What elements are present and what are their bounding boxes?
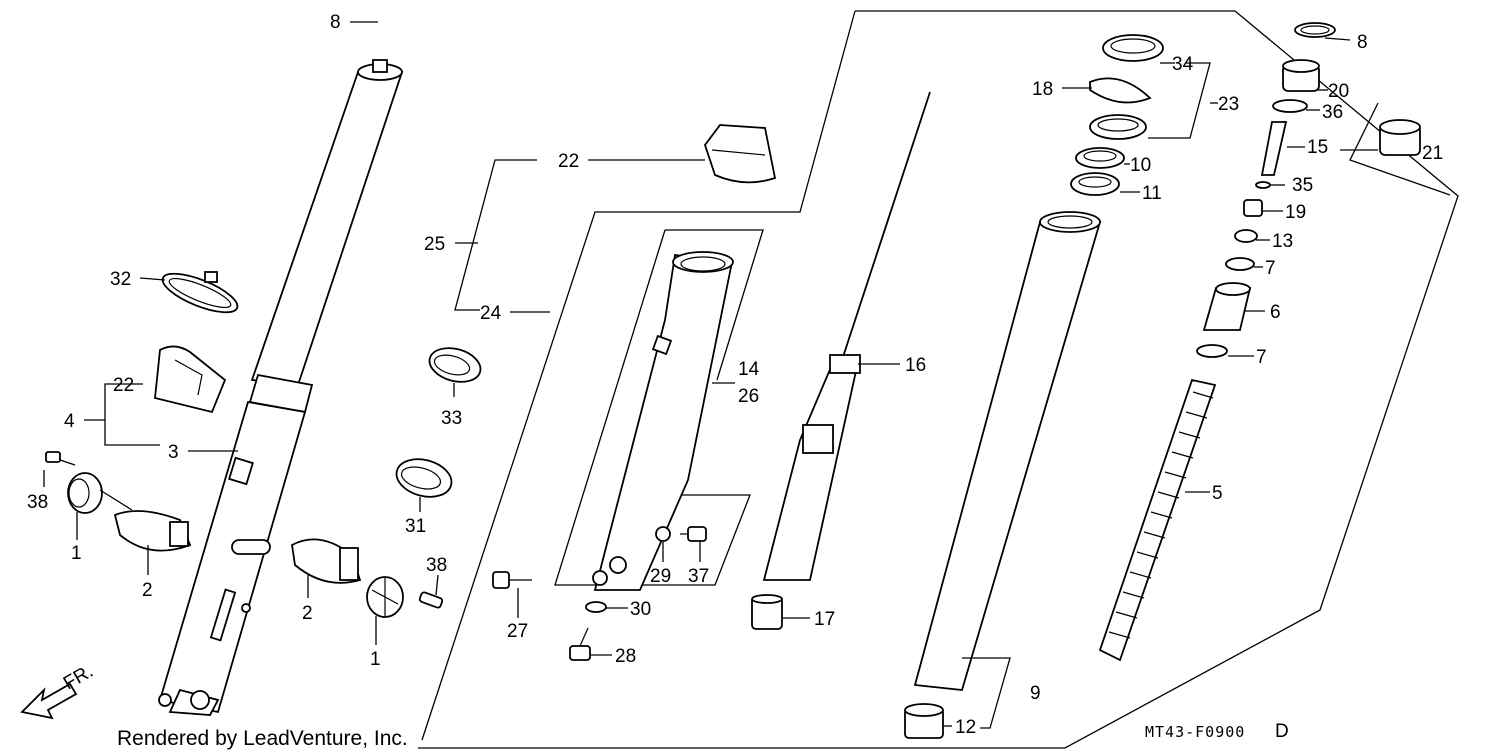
assembly-outline (418, 10, 1459, 749)
fork-spring-5 (1098, 378, 1217, 662)
callout-15: 15 (1307, 137, 1328, 158)
inner-tube-9 (913, 211, 1102, 691)
callout-9: 9 (1030, 683, 1041, 704)
left-band-32 (161, 271, 239, 314)
callout-38-left: 38 (27, 492, 48, 513)
outer-slider-14-26 (592, 251, 734, 591)
callout-labels: 8 8 34 18 23 20 36 15 21 10 11 35 19 13 … (27, 12, 1443, 738)
callout-30: 30 (630, 599, 651, 620)
callout-14: 14 (738, 359, 760, 380)
callout-19: 19 (1285, 202, 1306, 223)
callout-31: 31 (405, 516, 426, 537)
callout-24: 24 (480, 303, 502, 324)
callout-21: 21 (1422, 143, 1443, 164)
callout-37: 37 (688, 566, 709, 587)
callout-17: 17 (814, 609, 835, 630)
callout-16: 16 (905, 355, 926, 376)
bolts-27-28-29-30-37 (492, 526, 707, 661)
callout-8-top-right: 8 (1357, 32, 1368, 53)
bands-33-31 (395, 347, 482, 498)
callout-38-right: 38 (426, 555, 447, 576)
callout-26: 26 (738, 386, 759, 407)
callout-36: 36 (1322, 102, 1343, 123)
damper-rod-16 (762, 91, 931, 581)
render-credit: Rendered by LeadVenture, Inc. (117, 727, 408, 750)
front-direction-arrow: FR. (20, 661, 97, 720)
callout-32: 32 (110, 269, 131, 290)
callout-29: 29 (650, 566, 671, 587)
left-fork-tube (158, 59, 404, 716)
callout-3: 3 (168, 442, 179, 463)
right-clamp-2-and-cap-1 (291, 538, 444, 618)
callout-22-left: 22 (113, 375, 134, 396)
callout-13: 13 (1272, 231, 1293, 252)
callout-28: 28 (615, 646, 636, 667)
callout-1-left: 1 (71, 543, 82, 564)
callout-7-upper: 7 (1265, 258, 1276, 279)
callout-4: 4 (64, 411, 75, 432)
callout-22-upper: 22 (558, 151, 579, 172)
upper-parts-right (1196, 22, 1421, 358)
callout-23: 23 (1218, 94, 1239, 115)
callout-7-lower: 7 (1256, 347, 1267, 368)
callout-2-left: 2 (142, 580, 153, 601)
leader-lines (43, 21, 1378, 729)
callout-8-top-left: 8 (330, 12, 341, 33)
callout-35: 35 (1292, 175, 1313, 196)
callout-27: 27 (507, 621, 528, 642)
diagram-code: MT43-F0900 (1145, 723, 1245, 741)
callout-18: 18 (1032, 79, 1053, 100)
callout-12: 12 (955, 717, 976, 738)
left-clamp-2-and-cap-1 (45, 451, 192, 552)
bushing-12 (904, 703, 944, 739)
seal-stack (1070, 34, 1164, 196)
callout-33: 33 (441, 408, 462, 429)
left-guard-22 (154, 345, 227, 414)
upper-guard-22 (703, 124, 777, 184)
callout-10: 10 (1130, 155, 1151, 176)
slide-bushing-17 (751, 594, 783, 630)
callout-25: 25 (424, 234, 445, 255)
callout-20: 20 (1328, 81, 1349, 102)
callout-6: 6 (1270, 302, 1281, 323)
callout-11: 11 (1142, 183, 1162, 204)
callout-2-right: 2 (302, 603, 313, 624)
callout-5: 5 (1212, 483, 1223, 504)
callout-34: 34 (1172, 54, 1194, 75)
callout-1-right: 1 (370, 649, 381, 670)
diagram-code-suffix: D (1275, 721, 1289, 742)
